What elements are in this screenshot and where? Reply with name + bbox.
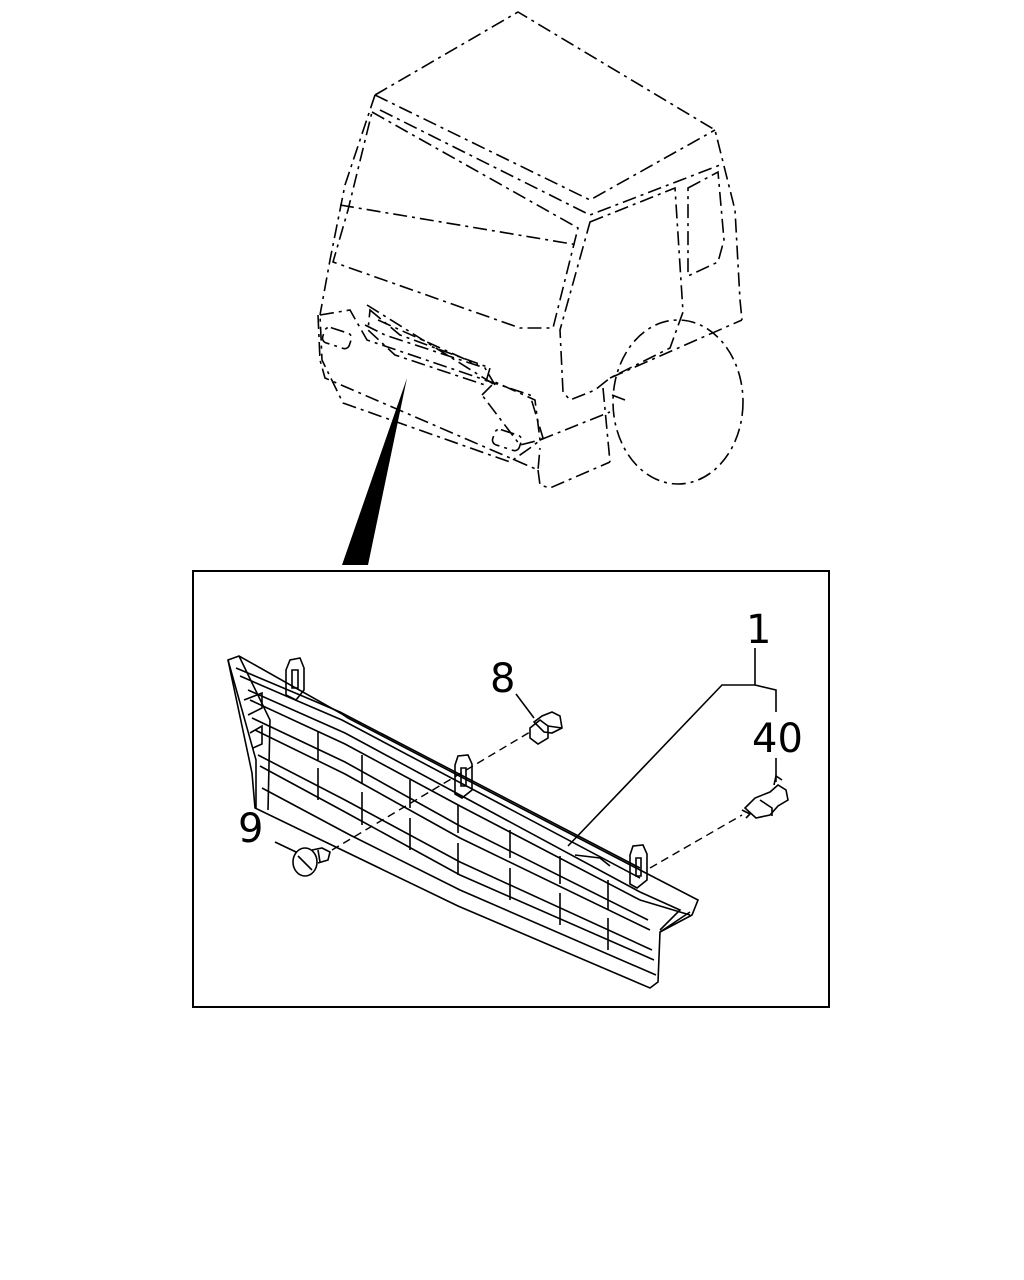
detail-frame [192, 570, 830, 1008]
part-label-screw: 9 [238, 806, 263, 852]
leader-lines [274, 648, 777, 853]
part-label-grommet: 8 [490, 656, 515, 702]
front-grille-drawing [227, 655, 700, 989]
part-label-clip: 40 [752, 716, 803, 762]
part-label-grille: 1 [746, 607, 771, 653]
screw-part [292, 847, 331, 877]
clip-part [741, 774, 789, 819]
detail-leader-arrow [342, 378, 407, 565]
truck-cab-illustration [317, 11, 744, 489]
grommet-part [529, 711, 563, 745]
install-lines [331, 731, 743, 869]
